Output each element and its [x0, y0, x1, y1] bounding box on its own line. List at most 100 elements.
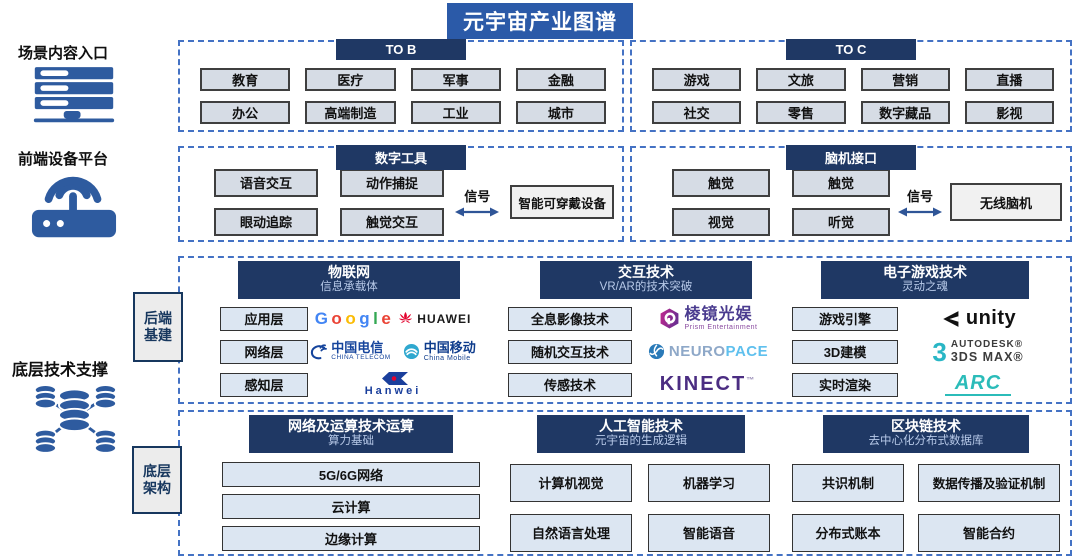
to-b-items: 教育 医疗 军事 金融 办公 高端制造 工业 城市	[200, 68, 606, 124]
item-box: 眼动追踪	[214, 207, 318, 236]
neuropace-logo: NEUROPACE	[648, 343, 768, 360]
huawei-logo: HUAWEI	[398, 311, 471, 326]
item-box: 营销	[860, 68, 950, 91]
item-box: 游戏	[652, 68, 742, 91]
section-header: 区块链技术 去中心化分布式数据库	[823, 415, 1029, 453]
rail-label-scene: 场景内容入口	[18, 45, 109, 62]
digital-tools-container: 数字工具 语音交互 动作捕捉 眼动追踪 触觉交互 信号 智能可穿戴设备	[178, 145, 624, 242]
section-ai: 人工智能技术 元宇宙的生成逻辑 计算机视觉 机器学习 自然语言处理 智能语音	[510, 412, 772, 552]
item-box: 动作捕捉	[340, 168, 444, 197]
item-box: 城市	[515, 101, 606, 124]
section-game: 电子游戏技术 灵动之魂 游戏引擎 unity 3D建模 3 AUTODESK®	[792, 258, 1058, 397]
item-box: 触觉	[792, 168, 890, 197]
double-arrow-icon	[455, 207, 500, 217]
item-box: 听觉	[792, 207, 890, 236]
item-box: 触觉交互	[340, 207, 444, 236]
item-box: 网络层	[220, 339, 308, 364]
backend-side-label: 后端基建	[133, 292, 183, 362]
item-box: 办公	[200, 101, 291, 124]
item-box: 智能合约	[918, 513, 1060, 552]
huawei-petal-icon	[399, 312, 413, 324]
page-title: 元宇宙产业图谱	[447, 3, 633, 39]
section-header: 人工智能技术 元宇宙的生成逻辑	[537, 415, 745, 453]
section-header: 交互技术 VR/AR的技术突破	[540, 261, 752, 299]
bci-container: 脑机接口 触觉 触觉 视觉 听觉 信号 无线脑机	[630, 145, 1072, 242]
unity-logo: unity	[965, 307, 1017, 330]
item-box: 影视	[964, 101, 1054, 124]
item-box: 自然语言处理	[510, 513, 632, 552]
signal-connector: 信号	[450, 186, 504, 218]
item-box: 随机交互技术	[508, 339, 632, 364]
item-box: 实时渲染	[792, 372, 898, 397]
item-box: 感知层	[220, 372, 308, 397]
blockchain-items: 共识机制 数据传播及验证机制 分布式账本 智能合约	[792, 463, 1060, 552]
item-box: 教育	[200, 68, 291, 91]
section-header: 物联网 信息承载体	[238, 261, 460, 299]
signal-label: 信号	[906, 189, 933, 204]
rail-label-device: 前端设备平台	[18, 151, 109, 168]
item-box: 智能语音	[648, 513, 770, 552]
item-box: 5G/6G网络	[222, 461, 480, 487]
item-box: 文旅	[756, 68, 846, 91]
china-mobile-icon	[403, 344, 419, 360]
autodesk-3dsmax-logo: 3 AUTODESK® 3DS MAX®	[932, 336, 1024, 367]
section-interaction: 交互技术 VR/AR的技术突破 全息影像技术 棱镜光娱	[508, 258, 784, 397]
item-box: 直播	[964, 68, 1054, 91]
section-header: 电子游戏技术 灵动之魂	[821, 261, 1029, 299]
bci-header: 脑机接口	[786, 145, 916, 170]
digital-tools-items: 语音交互 动作捕捉 眼动追踪 触觉交互	[214, 168, 444, 236]
section-header: 网络及运算技术运算 算力基础	[249, 415, 453, 453]
ai-items: 计算机视觉 机器学习 自然语言处理 智能语音	[510, 463, 772, 552]
item-box: 传感技术	[508, 372, 632, 397]
item-box: 边缘计算	[222, 525, 480, 551]
signal-label: 信号	[464, 189, 491, 204]
wearable-device-box: 智能可穿戴设备	[510, 185, 614, 219]
item-box: 工业	[410, 101, 501, 124]
item-box: 视觉	[672, 207, 770, 236]
double-arrow-icon	[898, 207, 942, 217]
kinect-logo: KINECT™	[659, 373, 757, 396]
server-icon	[32, 66, 116, 133]
item-box: 共识机制	[792, 463, 904, 502]
prism-entertainment-logo: 棱镜光娱 Prism Entertainment	[659, 306, 758, 331]
bci-items: 触觉 触觉 视觉 听觉	[672, 168, 890, 236]
item-box: 游戏引擎	[792, 306, 898, 331]
signal-connector: 信号	[896, 186, 944, 218]
item-box: 数字藏品	[860, 101, 950, 124]
item-box: 云计算	[222, 493, 480, 519]
to-c-items: 游戏 文旅 营销 直播 社交 零售 数字藏品 影视	[652, 68, 1054, 124]
prism-hexagon-icon	[660, 308, 678, 329]
item-box: 应用层	[220, 306, 308, 331]
wireless-bci-box: 无线脑机	[950, 183, 1062, 221]
hanwei-flag-icon	[381, 372, 408, 386]
item-box: 语音交互	[214, 168, 318, 197]
to-b-header: TO B	[336, 39, 466, 60]
unity-icon	[943, 310, 959, 327]
item-box: 金融	[515, 68, 606, 91]
bottom-side-label: 底层架构	[132, 446, 182, 514]
china-telecom-icon	[311, 344, 328, 360]
hanwei-logo: Hanwei	[365, 372, 422, 397]
neuropace-circle-icon	[648, 344, 664, 360]
item-box: 高端制造	[305, 101, 396, 124]
item-box: 3D建模	[792, 339, 898, 364]
router-icon	[30, 168, 118, 245]
section-blockchain: 区块链技术 去中心化分布式数据库 共识机制 数据传播及验证机制 分布式账本 智能…	[792, 412, 1060, 552]
item-box: 计算机视觉	[510, 463, 632, 502]
bottom-container: 网络及运算技术运算 算力基础 5G/6G网络 云计算 边缘计算 人工智能技术 元…	[178, 410, 1072, 556]
item-box: 零售	[756, 101, 846, 124]
to-b-container: TO B 教育 医疗 军事 金融 办公 高端制造 工业 城市	[178, 39, 624, 132]
item-box: 数据传播及验证机制	[918, 463, 1060, 502]
to-c-container: TO C 游戏 文旅 营销 直播 社交 零售 数字藏品 影视	[630, 39, 1072, 132]
item-box: 全息影像技术	[508, 306, 632, 331]
item-box: 分布式账本	[792, 513, 904, 552]
item-box: 机器学习	[648, 463, 770, 502]
item-box: 军事	[410, 68, 501, 91]
arc-logo: ARC	[945, 373, 1011, 397]
digital-tools-header: 数字工具	[336, 145, 466, 170]
